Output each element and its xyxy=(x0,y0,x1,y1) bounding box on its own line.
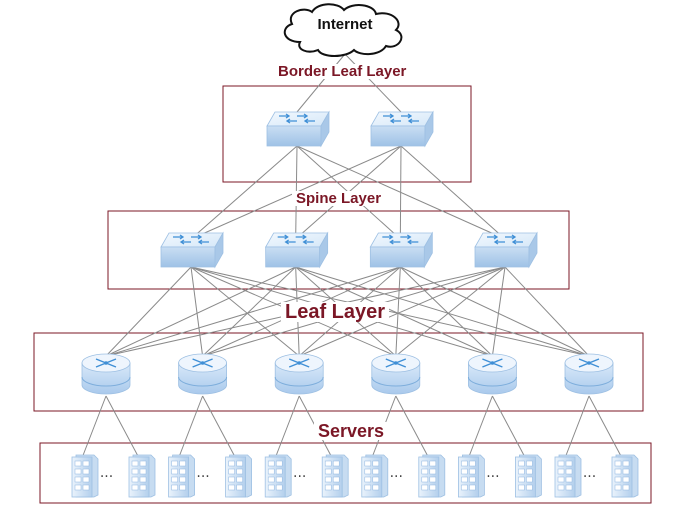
spine-switch-icon xyxy=(160,231,224,269)
server-ellipsis: ··· xyxy=(100,469,113,485)
server-ellipsis: ··· xyxy=(293,469,306,485)
border-leaf-layer-frame xyxy=(222,85,472,183)
server-rack-icon xyxy=(515,454,542,498)
border-leaf-switch-icon xyxy=(370,110,434,148)
leaf-server-link xyxy=(467,395,493,459)
spine-leaf-link xyxy=(399,266,493,357)
leaf-server-link xyxy=(81,395,107,459)
server-ellipsis: ··· xyxy=(390,469,403,485)
server-rack-icon xyxy=(418,454,446,498)
spine-leaf-link xyxy=(190,266,590,357)
spine-leaf-link xyxy=(202,266,297,357)
leaf-router-icon xyxy=(371,353,421,395)
internet-label: Internet xyxy=(317,16,373,33)
leaf-router-icon xyxy=(564,353,614,395)
spine-leaf-link xyxy=(295,266,590,357)
server-ellipsis: ··· xyxy=(196,469,209,485)
spine-leaf-link xyxy=(295,266,493,357)
server-ellipsis: ··· xyxy=(583,469,596,485)
spine-leaf-link xyxy=(299,266,506,357)
leaf-router-icon xyxy=(81,353,131,395)
border-spine-link xyxy=(399,145,402,240)
spine-leaf-link xyxy=(504,266,590,357)
servers-layer-frame xyxy=(39,442,652,504)
server-rack-icon xyxy=(168,454,195,498)
spine-leaf-link xyxy=(400,266,590,357)
border-leaf-layer-label: Border Leaf Layer xyxy=(274,64,411,79)
spine-leaf-link xyxy=(105,266,192,357)
spine-switch-icon xyxy=(264,231,329,269)
leaf-server-link xyxy=(491,395,526,459)
leaf-server-link xyxy=(564,395,590,459)
leaf-router-icon xyxy=(467,353,517,395)
leaf-server-link xyxy=(274,395,300,459)
spine-leaf-link xyxy=(190,266,204,357)
border-spine-link xyxy=(400,145,506,240)
server-rack-icon xyxy=(71,454,99,498)
spine-leaf-link xyxy=(395,266,401,357)
spine-leaf-link xyxy=(105,266,401,357)
border-spine-link xyxy=(190,145,298,240)
server-rack-icon xyxy=(264,454,292,498)
border-leaf-switch-icon xyxy=(266,110,330,148)
server-rack-icon xyxy=(611,454,639,498)
server-ellipsis: ··· xyxy=(486,469,499,485)
internet-link xyxy=(344,53,402,113)
spine-switch-icon xyxy=(474,231,538,269)
server-rack-icon xyxy=(457,454,485,498)
server-rack-icon xyxy=(361,454,389,498)
server-rack-icon xyxy=(321,454,349,498)
spine-leaf-link xyxy=(190,266,300,357)
spine-layer-frame xyxy=(107,210,570,290)
spine-leaf-link xyxy=(491,266,506,357)
spine-layer-label: Spine Layer xyxy=(292,191,386,206)
leaf-router-icon xyxy=(274,353,324,395)
internet-link xyxy=(296,53,346,113)
leaf-server-link xyxy=(178,395,204,459)
leaf-server-link xyxy=(588,395,623,459)
spine-leaf-link xyxy=(395,266,506,357)
spine-leaf-link xyxy=(105,266,296,357)
leaf-layer-label: Leaf Layer xyxy=(281,302,390,322)
cloud-icon xyxy=(283,3,403,57)
server-rack-icon xyxy=(225,454,252,498)
servers-layer-label: Servers xyxy=(314,422,389,440)
devices-group: ··· ··· ··· ··· ··· ··· xyxy=(71,110,639,498)
leaf-server-link xyxy=(105,395,140,459)
leaf-router-icon xyxy=(178,353,228,395)
leaf-server-link xyxy=(202,395,237,459)
server-rack-icon xyxy=(128,454,156,498)
spine-switch-icon xyxy=(369,231,434,269)
server-rack-icon xyxy=(554,454,582,498)
leaf-layer-frame xyxy=(33,332,644,412)
leaf-server-link xyxy=(395,395,430,459)
